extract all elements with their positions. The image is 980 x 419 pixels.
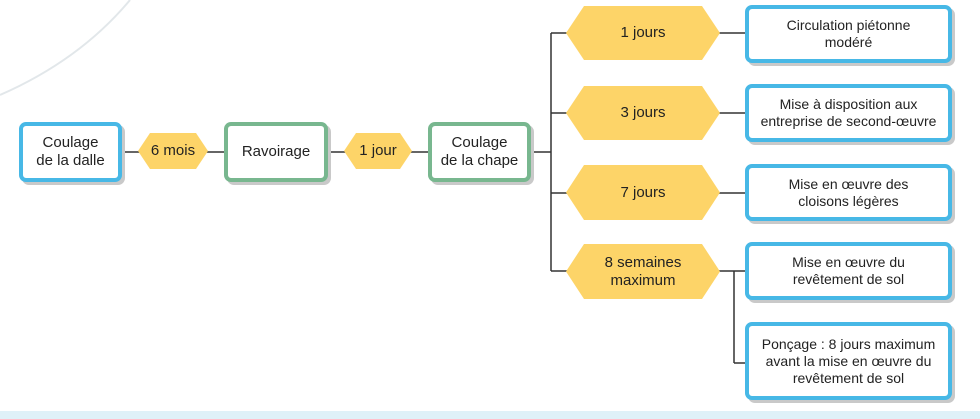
delay-1-jour: 1 jour bbox=[344, 133, 412, 169]
bottom-band bbox=[0, 411, 980, 419]
delay-branch-4: 8 semaines maximum bbox=[566, 244, 720, 299]
action-circulation: Circulation piétonne modéré bbox=[745, 5, 952, 63]
action-mise-a-disposition: Mise à disposition aux entreprise de sec… bbox=[745, 84, 952, 142]
step-coulage-dalle: Coulage de la dalle bbox=[19, 122, 122, 182]
action-poncage: Ponçage : 8 jours maximum avant la mise … bbox=[745, 322, 952, 400]
delay-branch-3: 7 jours bbox=[566, 165, 720, 220]
step-coulage-chape: Coulage de la chape bbox=[428, 122, 531, 182]
delay-6-mois: 6 mois bbox=[138, 133, 208, 169]
step-ravoirage: Ravoirage bbox=[224, 122, 328, 182]
action-revetement: Mise en œuvre du revêtement de sol bbox=[745, 242, 952, 300]
delay-branch-1: 1 jours bbox=[566, 6, 720, 60]
delay-branch-2: 3 jours bbox=[566, 86, 720, 140]
action-cloisons: Mise en œuvre des cloisons légères bbox=[745, 164, 952, 221]
